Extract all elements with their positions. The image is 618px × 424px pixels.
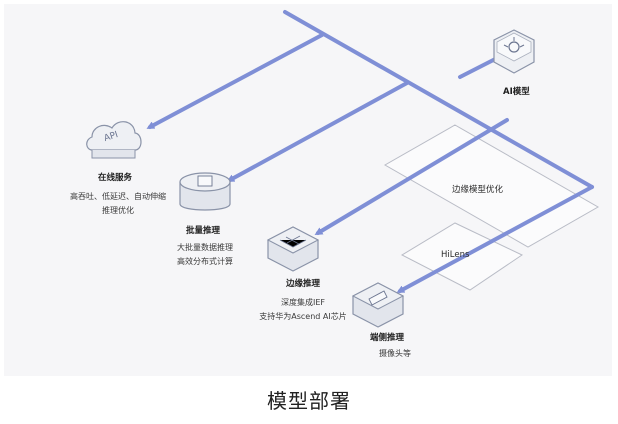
edge-inference-title: 边缘推理 [286, 279, 321, 289]
edge-optimization-panel [383, 124, 600, 248]
edge-optimization-label: 边缘模型优化 [452, 185, 504, 195]
online-service-title: 在线服务 [98, 173, 133, 183]
line-to-edge-inference [314, 118, 509, 236]
online-service-desc-2: 推理优化 [102, 206, 134, 215]
batch-inference-icon [179, 172, 231, 211]
online-service-desc-1: 高吞吐、低延迟、自动伸缩 [70, 192, 166, 201]
ai-model-title: AI模型 [503, 87, 530, 97]
device-inference-title: 端侧推理 [370, 333, 405, 343]
cloud-api-icon [86, 121, 142, 159]
edge-inference-icon [266, 226, 320, 272]
edge-inference-desc-1: 深度集成IEF [280, 298, 325, 307]
line-to-device-inference [396, 185, 594, 293]
main-trunk-line [283, 10, 594, 189]
figure-caption: 模型部署 [267, 389, 351, 413]
edge-inference-desc-2: 支持华为Ascend AI芯片 [259, 312, 347, 321]
batch-inference-title: 批量推理 [186, 226, 221, 236]
line-to-online-service [146, 33, 324, 129]
hilens-label: HiLens [441, 250, 470, 260]
ai-model-icon [493, 29, 535, 74]
line-to-batch-inference [226, 81, 409, 182]
batch-inference-desc-1: 大批量数据推理 [177, 243, 233, 252]
device-inference-icon [351, 282, 405, 328]
device-inference-desc-1: 摄像头等 [379, 349, 411, 358]
batch-inference-desc-2: 高效分布式计算 [177, 257, 233, 266]
